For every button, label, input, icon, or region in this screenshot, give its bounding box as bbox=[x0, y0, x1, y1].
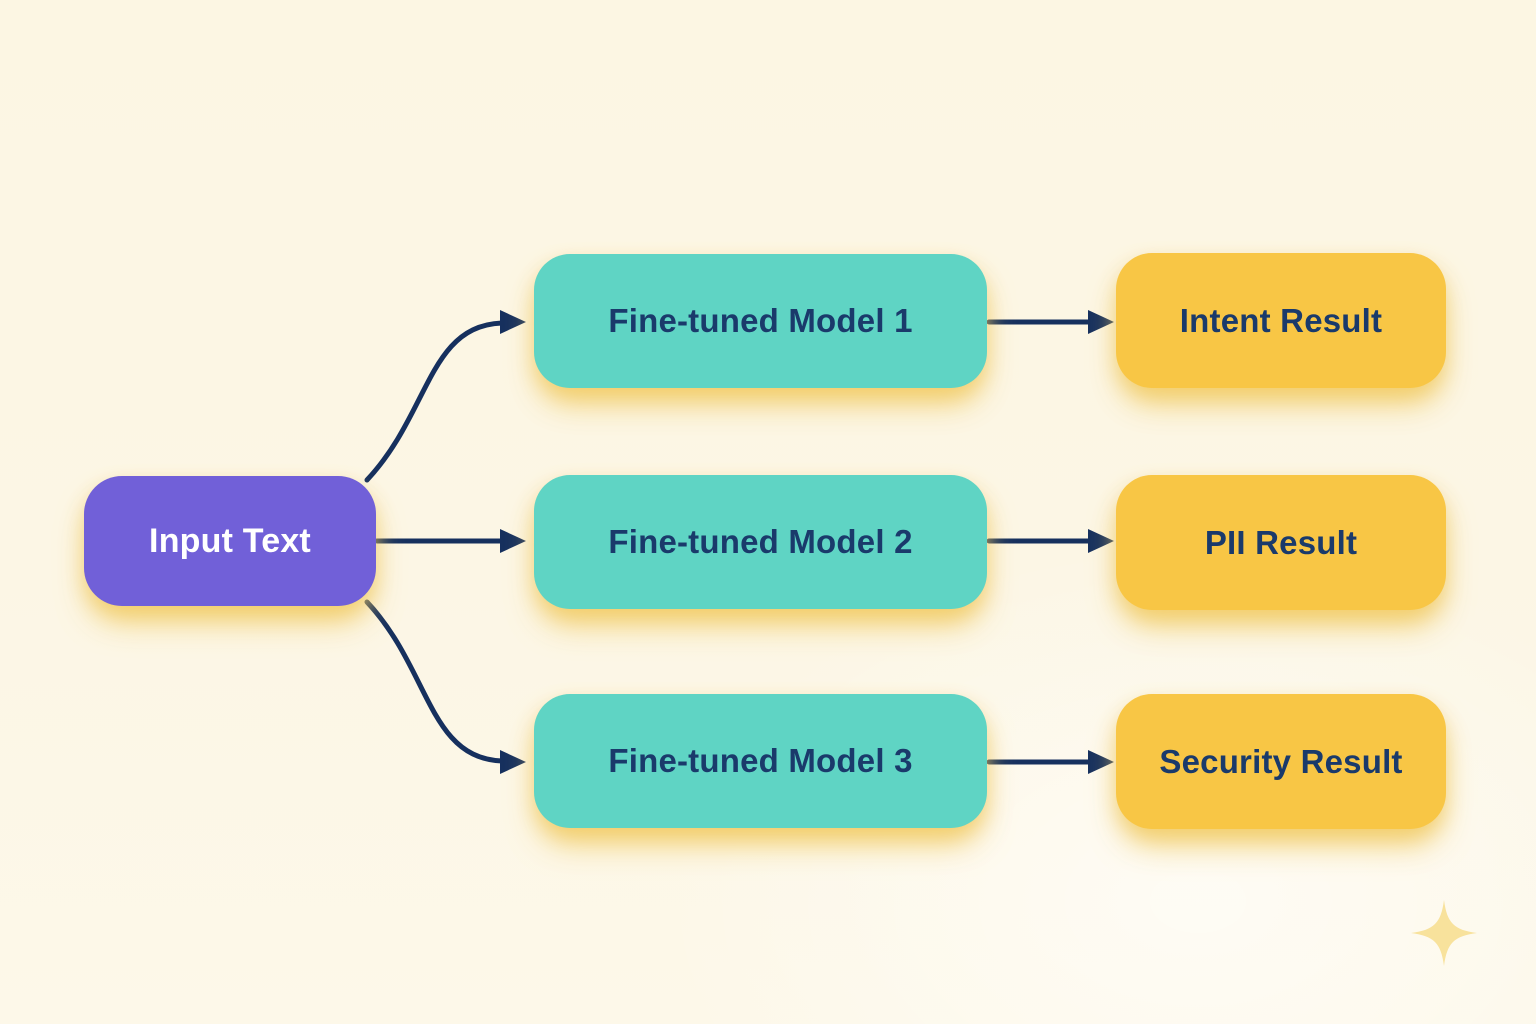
node-intent-result: Intent Result bbox=[1116, 253, 1446, 388]
node-fine-tuned-model-3: Fine-tuned Model 3 bbox=[534, 694, 987, 828]
node-label: Fine-tuned Model 3 bbox=[608, 742, 913, 779]
node-input-text: Input Text bbox=[84, 476, 376, 606]
node-fine-tuned-model-1: Fine-tuned Model 1 bbox=[534, 254, 987, 388]
node-pii-result: PII Result bbox=[1116, 475, 1446, 610]
arrowhead-icon bbox=[500, 529, 526, 553]
node-label: Fine-tuned Model 2 bbox=[608, 523, 913, 560]
arrowhead-icon bbox=[500, 750, 526, 774]
node-label: Intent Result bbox=[1179, 301, 1383, 339]
arrowhead-icon bbox=[1088, 529, 1114, 553]
node-label: PII Result bbox=[1204, 523, 1358, 561]
sparkle-icon bbox=[1411, 900, 1477, 966]
node-label: Fine-tuned Model 1 bbox=[608, 302, 913, 339]
node-security-result: Security Result bbox=[1116, 694, 1446, 829]
edge-input-to-model-3 bbox=[364, 599, 505, 764]
arrowhead-icon bbox=[500, 310, 526, 334]
arrowhead-icon bbox=[1088, 310, 1114, 334]
arrowhead-icon bbox=[1088, 750, 1114, 774]
node-fine-tuned-model-2: Fine-tuned Model 2 bbox=[534, 475, 987, 609]
edge-input-to-model-1 bbox=[364, 320, 505, 483]
node-label: Input Text bbox=[149, 521, 311, 560]
node-label: Security Result bbox=[1159, 742, 1403, 780]
